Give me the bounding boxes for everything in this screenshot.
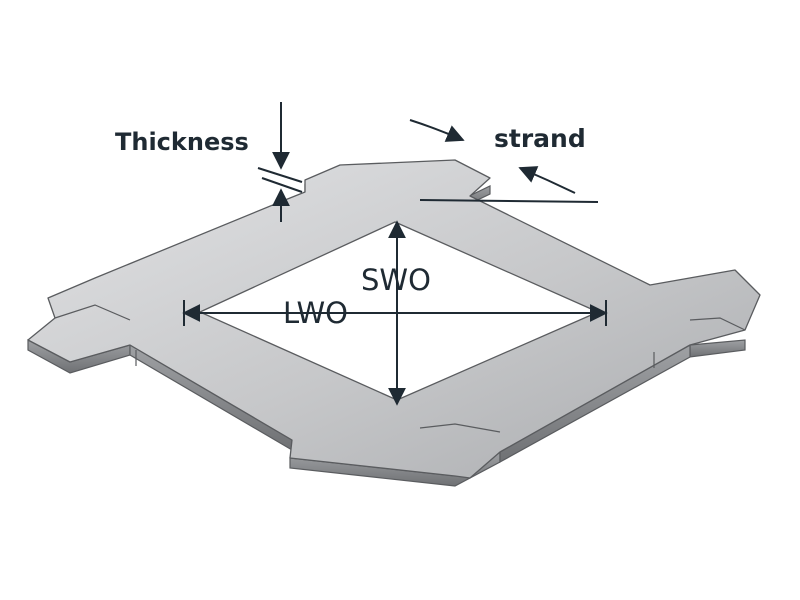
thickness-label: Thickness bbox=[115, 128, 249, 156]
mesh-ring bbox=[27, 159, 761, 479]
right-node-cut bbox=[689, 317, 746, 331]
thickness-guide-lower bbox=[261, 177, 303, 193]
lwo-label: LWO bbox=[283, 296, 348, 330]
strand-width-line bbox=[419, 199, 599, 203]
mesh-details bbox=[54, 304, 746, 433]
bottom-node-cut bbox=[419, 423, 501, 433]
dimension-lines bbox=[182, 102, 608, 406]
strand-arrow-lower bbox=[518, 166, 576, 194]
left-node-cut bbox=[54, 304, 131, 321]
swo-label: SWO bbox=[361, 263, 431, 297]
strand-label: strand bbox=[494, 124, 586, 153]
thickness-guide-upper bbox=[257, 167, 303, 183]
strand-arrow-upper bbox=[409, 119, 465, 142]
mesh-top-faces bbox=[27, 159, 761, 479]
